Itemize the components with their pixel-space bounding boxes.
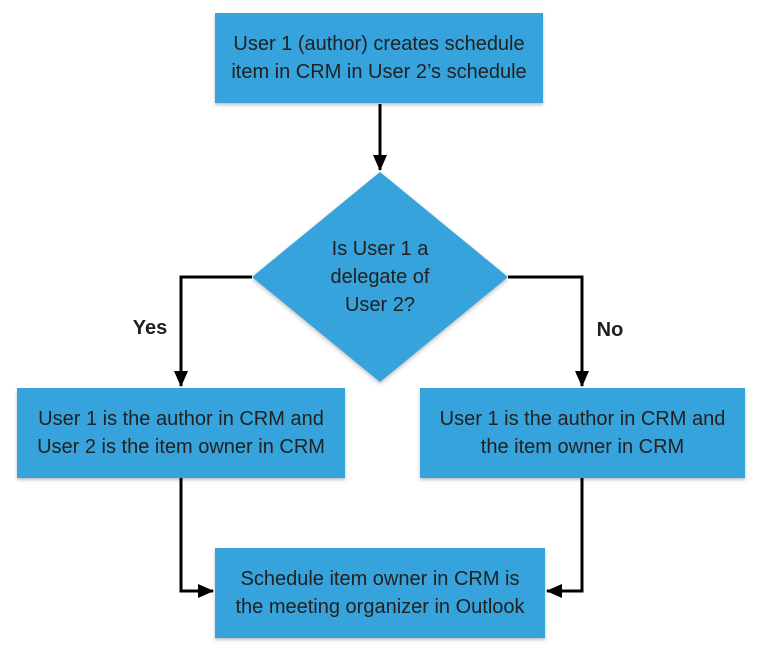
end-node-text-line1: Schedule item owner in CRM is	[240, 568, 520, 590]
start-node-text-line2: item in CRM in User 2’s schedule	[231, 61, 527, 83]
arrow-no-outcome-to-end	[546, 478, 584, 598]
start-node: User 1 (author) creates schedule item in…	[215, 13, 543, 103]
decision-diamond	[252, 172, 508, 382]
yes-branch-label: Yes	[132, 317, 168, 339]
yes-outcome-node: User 1 is the author in CRM and User 2 i…	[17, 388, 345, 478]
decision-text-line3: User 2?	[344, 294, 416, 316]
start-node-text-line1: User 1 (author) creates schedule	[233, 33, 525, 55]
no-outcome-node: User 1 is the author in CRM and the item…	[420, 388, 745, 478]
end-node: Schedule item owner in CRM is the meetin…	[215, 548, 545, 638]
yes-outcome-text-line1: User 1 is the author in CRM and	[38, 408, 324, 430]
arrow-decision-to-yes-outcome	[174, 275, 252, 387]
arrow-yes-outcome-to-end	[179, 478, 214, 598]
no-outcome-text-line2: the item owner in CRM	[480, 436, 685, 458]
no-branch-label: No	[596, 319, 624, 341]
decision-text-line2: delegate of	[330, 266, 430, 288]
arrow-decision-to-no-outcome	[508, 275, 589, 387]
no-outcome-text-line1: User 1 is the author in CRM and	[439, 408, 726, 430]
decision-node-label: Is User 1 a delegate of User 2?	[290, 235, 470, 319]
decision-text-line1: Is User 1 a	[331, 238, 429, 260]
end-node-text-line2: the meeting organizer in Outlook	[235, 596, 525, 618]
yes-outcome-text-line2: User 2 is the item owner in CRM	[37, 436, 325, 458]
